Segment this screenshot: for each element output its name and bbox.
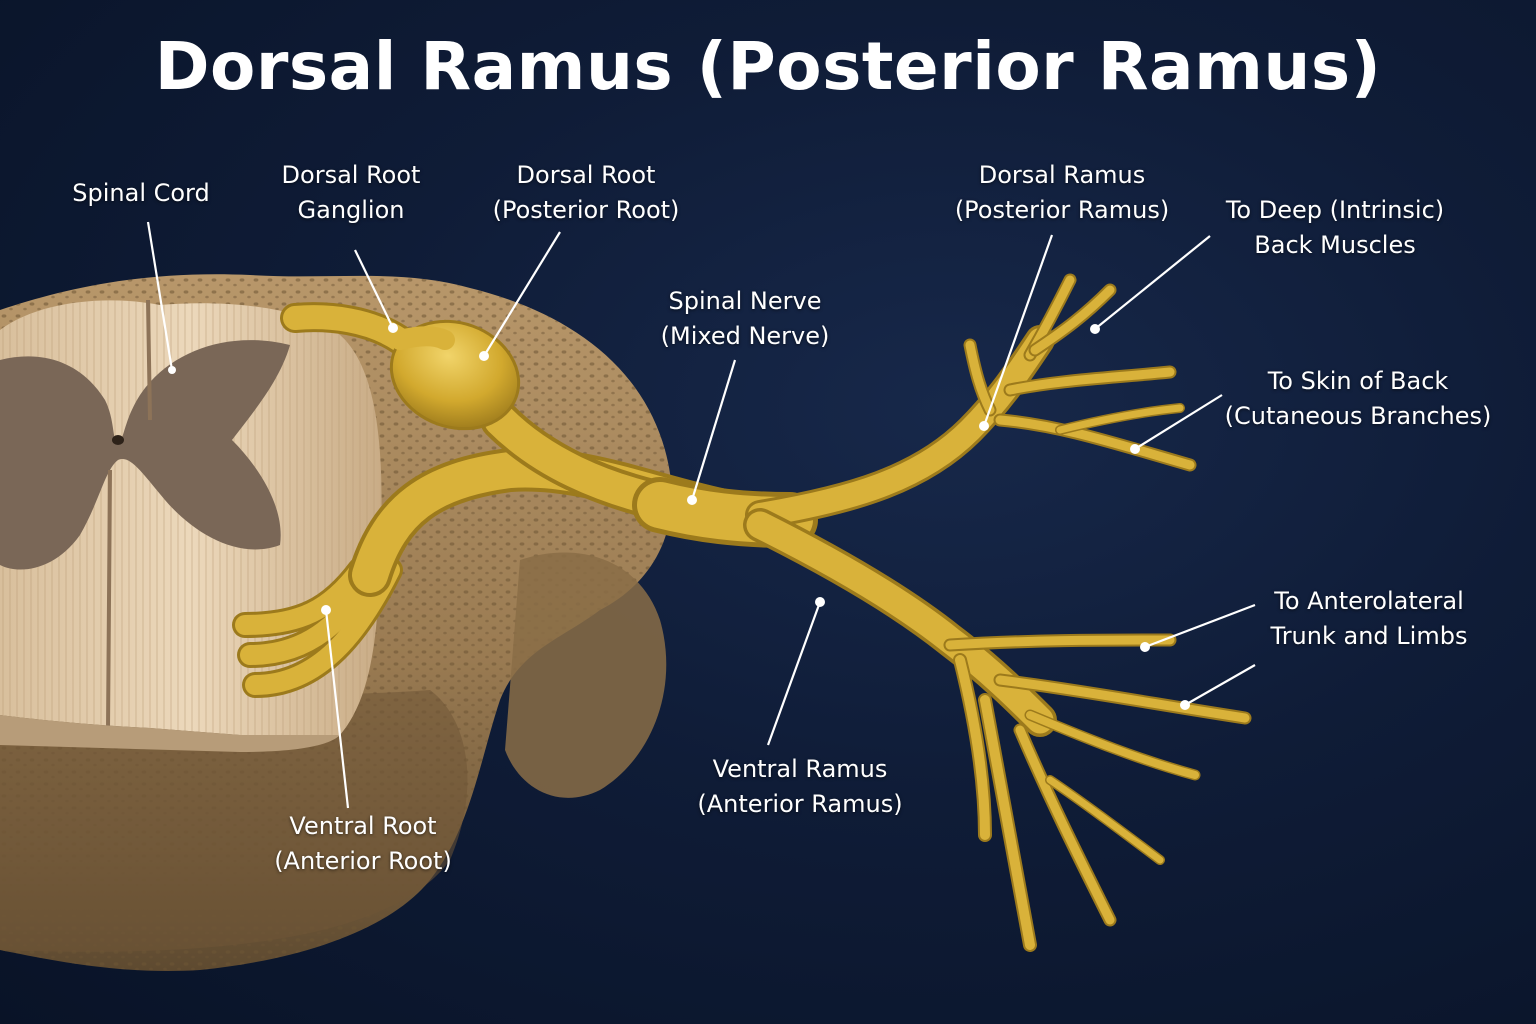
label-spinal-nerve: Spinal Nerve(Mixed Nerve) — [660, 287, 830, 350]
label-dorsal-ramus: Dorsal Ramus(Posterior Ramus) — [954, 161, 1170, 224]
diagram-title: Dorsal Ramus (Posterior Ramus) — [154, 28, 1382, 105]
spinal-cord-section — [0, 299, 382, 752]
label-spinal-cord: Spinal Cord — [72, 179, 210, 207]
label-deep-back-muscles: To Deep (Intrinsic)Back Muscles — [1225, 196, 1445, 259]
leader-lines — [146, 221, 1256, 809]
label-dorsal-root: Dorsal Root(Posterior Root) — [492, 161, 680, 224]
label-ventral-ramus: Ventral Ramus(Anterior Ramus) — [697, 755, 903, 818]
dorsal-root-ganglion — [389, 319, 521, 431]
leader-dots — [168, 323, 1190, 710]
dorsal-ramus-branches — [963, 273, 1197, 472]
label-ventral-root: Ventral Root(Anterior Root) — [274, 812, 452, 875]
ventral-ramus-branches — [943, 633, 1252, 952]
label-skin-of-back: To Skin of Back(Cutaneous Branches) — [1224, 367, 1492, 430]
nerve-tree — [232, 273, 1252, 952]
